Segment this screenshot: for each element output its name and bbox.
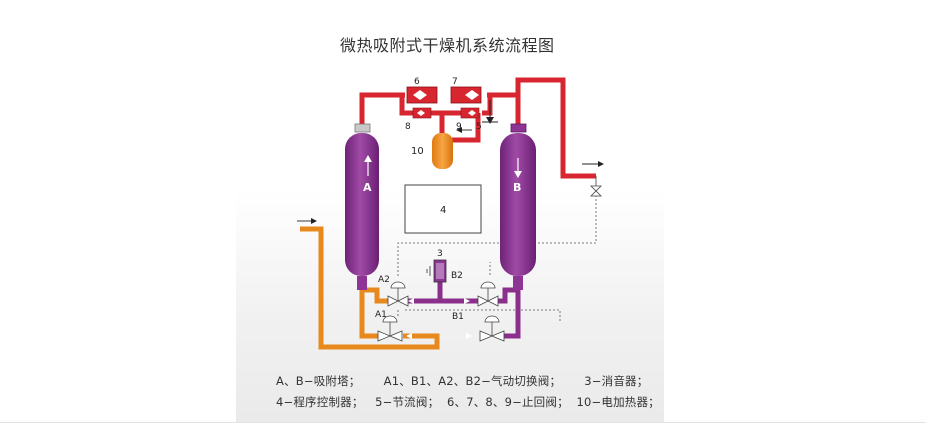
valve-b2 xyxy=(477,281,499,307)
valve-a2-label: A2 xyxy=(378,275,390,285)
valve-a2 xyxy=(387,281,409,307)
valve-b1-label: B1 xyxy=(452,312,464,322)
check-valve-7-label: 7 xyxy=(452,77,458,87)
tower-a-label: A xyxy=(363,181,372,194)
check-valve-7 xyxy=(450,86,482,104)
check-valve-9 xyxy=(460,107,480,119)
silencer-label: 3 xyxy=(437,249,443,259)
adsorption-tower-b xyxy=(500,123,536,290)
heater-label: 10 xyxy=(411,146,424,157)
check-valve-8-label: 8 xyxy=(405,122,411,132)
flow-arrows xyxy=(297,127,604,224)
valve-a1-label: A1 xyxy=(375,310,387,320)
electric-heater-10 xyxy=(432,133,453,169)
control-lines xyxy=(397,196,597,322)
throttle-5-label: 5 xyxy=(476,122,482,132)
diagram-title: 微热吸附式干燥机系统流程图 xyxy=(340,36,555,55)
wet-inlet-line xyxy=(300,226,440,350)
valve-b1 xyxy=(479,315,505,342)
check-valve-9-label: 9 xyxy=(456,122,462,132)
tower-b-label: B xyxy=(513,181,521,194)
outlet-valve xyxy=(590,176,602,197)
program-controller-4 xyxy=(404,184,482,234)
pipe-arrows xyxy=(406,298,472,339)
legend-line-2: 4−程序控制器； 5−节流阀； 6、7、8、9−止回阀； 10−电加热器； xyxy=(276,395,660,409)
valve-a1 xyxy=(377,315,403,342)
adsorption-tower-a xyxy=(345,123,379,290)
legend-line-1: A、B−吸附塔； A1、B1、A2、B2−气动切换阀； 3−消音器； xyxy=(276,374,649,388)
silencer-3 xyxy=(426,259,447,283)
check-valve-6-label: 6 xyxy=(414,77,420,87)
valve-b2-label: B2 xyxy=(451,271,463,281)
bottom-divider xyxy=(0,422,926,423)
check-valve-6 xyxy=(406,86,438,104)
check-valve-8 xyxy=(412,107,432,119)
controller-label: 4 xyxy=(440,205,446,216)
throttle-valve-5 xyxy=(482,100,498,124)
